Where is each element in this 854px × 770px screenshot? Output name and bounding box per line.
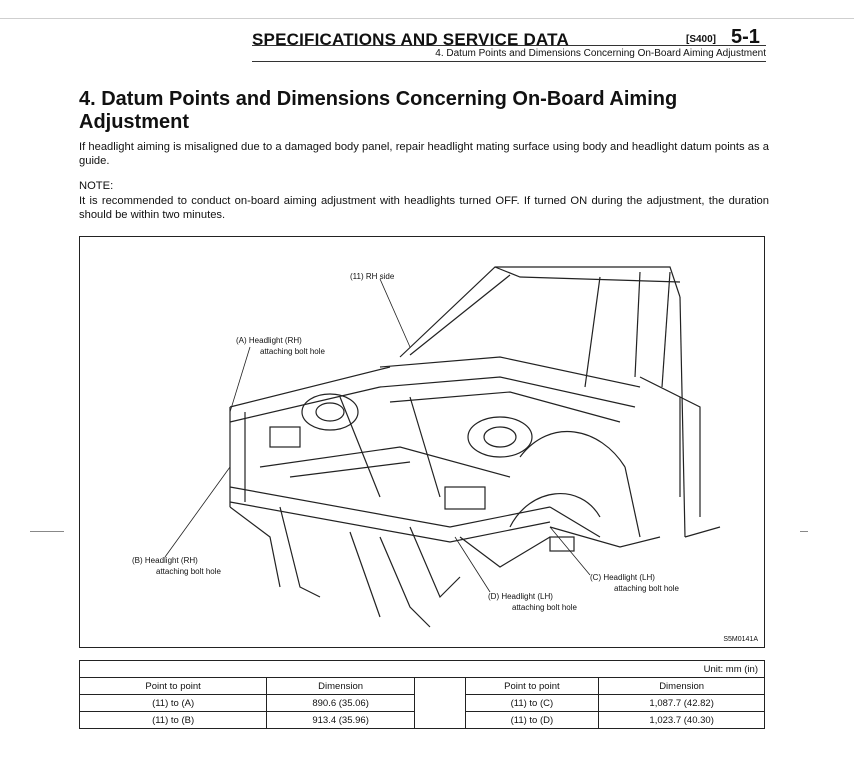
vehicle-body-drawing bbox=[164, 266, 721, 628]
dimension-cell: 890.6 (35.06) bbox=[266, 694, 416, 712]
page-number: 5-1 bbox=[731, 26, 760, 48]
table-header-row: Point to point Dimension Point to point … bbox=[78, 677, 765, 729]
callout-a-line2: attaching bolt hole bbox=[260, 347, 325, 356]
callout-c: (C) Headlight (LH) attaching bolt hole bbox=[590, 572, 679, 594]
callout-b-line1: (B) Headlight (RH) bbox=[132, 556, 198, 565]
callout-11-label: (11) RH side bbox=[350, 272, 395, 281]
col-point-left: Point to point bbox=[78, 677, 268, 695]
point-cell: (11) to (B) bbox=[78, 711, 268, 729]
header-rule-bottom bbox=[252, 61, 766, 62]
header-title: SPECIFICATIONS AND SERVICE DATA bbox=[252, 30, 569, 49]
dimension-cell: 1,087.7 (42.82) bbox=[598, 694, 765, 712]
callout-c-line1: (C) Headlight (LH) bbox=[590, 573, 655, 582]
callout-d: (D) Headlight (LH) attaching bolt hole bbox=[488, 591, 577, 613]
callout-c-line2: attaching bolt hole bbox=[614, 584, 679, 593]
body-datum-figure: (11) RH side (A) Headlight (RH) attachin… bbox=[79, 236, 765, 648]
callout-a: (A) Headlight (RH) attaching bolt hole bbox=[236, 335, 325, 357]
margin-mark-left bbox=[30, 531, 64, 532]
callout-a-line1: (A) Headlight (RH) bbox=[236, 336, 302, 345]
note-label: NOTE: bbox=[79, 180, 114, 192]
header-subtitle: 4. Datum Points and Dimensions Concernin… bbox=[435, 48, 766, 59]
col-dimension-left: Dimension bbox=[266, 677, 416, 695]
intro-paragraph: If headlight aiming is misaligned due to… bbox=[79, 141, 769, 167]
dimension-cell: 913.4 (35.96) bbox=[266, 711, 416, 729]
col-point-right: Point to point bbox=[464, 677, 600, 695]
figure-id: S5M0141A bbox=[723, 636, 758, 643]
table-gap bbox=[414, 677, 466, 729]
header-rule bbox=[252, 45, 766, 46]
table-row: (11) to (B) 913.4 (35.96) (11) to (D) 1,… bbox=[78, 711, 765, 729]
dimension-table: Unit: mm (in) Point to point Dimension P… bbox=[78, 660, 765, 729]
table-row: (11) to (A) 890.6 (35.06) (11) to (C) 1,… bbox=[78, 694, 765, 712]
callout-b-line2: attaching bolt hole bbox=[156, 567, 221, 576]
point-cell: (11) to (A) bbox=[78, 694, 268, 712]
dimension-cell: 1,023.7 (40.30) bbox=[598, 711, 765, 729]
callout-b: (B) Headlight (RH) attaching bolt hole bbox=[132, 555, 221, 577]
page-top-rule bbox=[0, 18, 854, 19]
margin-mark-right bbox=[800, 531, 808, 532]
unit-label: Unit: mm (in) bbox=[79, 660, 765, 678]
header-code: [S400] bbox=[686, 34, 717, 45]
section-title: 4. Datum Points and Dimensions Concernin… bbox=[79, 88, 678, 133]
point-cell: (11) to (D) bbox=[464, 711, 600, 729]
note-paragraph: It is recommended to conduct on-board ai… bbox=[79, 195, 769, 221]
callout-d-line2: attaching bolt hole bbox=[512, 603, 577, 612]
table-unit-row: Unit: mm (in) bbox=[79, 660, 765, 678]
callout-d-line1: (D) Headlight (LH) bbox=[488, 592, 553, 601]
callout-11-rh-side: (11) RH side bbox=[350, 271, 394, 282]
col-dimension-right: Dimension bbox=[598, 677, 765, 695]
point-cell: (11) to (C) bbox=[464, 694, 600, 712]
